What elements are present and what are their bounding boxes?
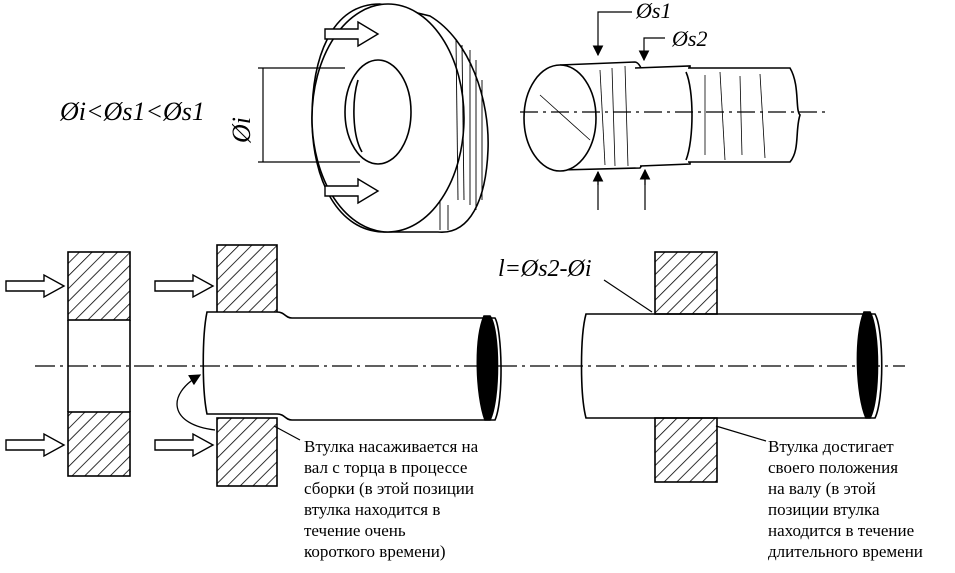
push-arrows-left	[5, 273, 66, 458]
shaft-3d	[523, 61, 801, 172]
bore-diameter-dimension	[258, 67, 360, 163]
label-phi-s2: Øs2	[671, 26, 707, 51]
shaft-dimension-lines	[520, 11, 828, 210]
bushing-section-free	[67, 251, 131, 477]
note-bushing-in-place: Втулка достигает своего положения на вал…	[768, 437, 923, 561]
bushing-section-final	[654, 251, 718, 483]
label-phi-i-vertical: Øi	[227, 117, 256, 144]
push-arrows-entering	[154, 273, 215, 458]
label-phi-s1: Øs1	[635, 0, 671, 23]
label-inequality: Øi<Øs1<Øs1	[59, 97, 205, 126]
label-interference: l=Øs2-Øi	[498, 256, 592, 282]
shaft-section-final	[580, 311, 883, 419]
callout-leader-right	[715, 425, 767, 442]
bushing-section-entering	[216, 244, 278, 487]
callout-leader-left	[273, 425, 301, 441]
chamfer-callout-arrow	[176, 374, 216, 431]
callout-leader-interference	[603, 279, 653, 313]
note-bushing-entering: Втулка насаживается на вал с торца в про…	[304, 437, 479, 561]
shaft-section-entering	[202, 311, 502, 421]
push-arrows-ring	[324, 20, 380, 205]
bushing-3d	[311, 3, 489, 233]
